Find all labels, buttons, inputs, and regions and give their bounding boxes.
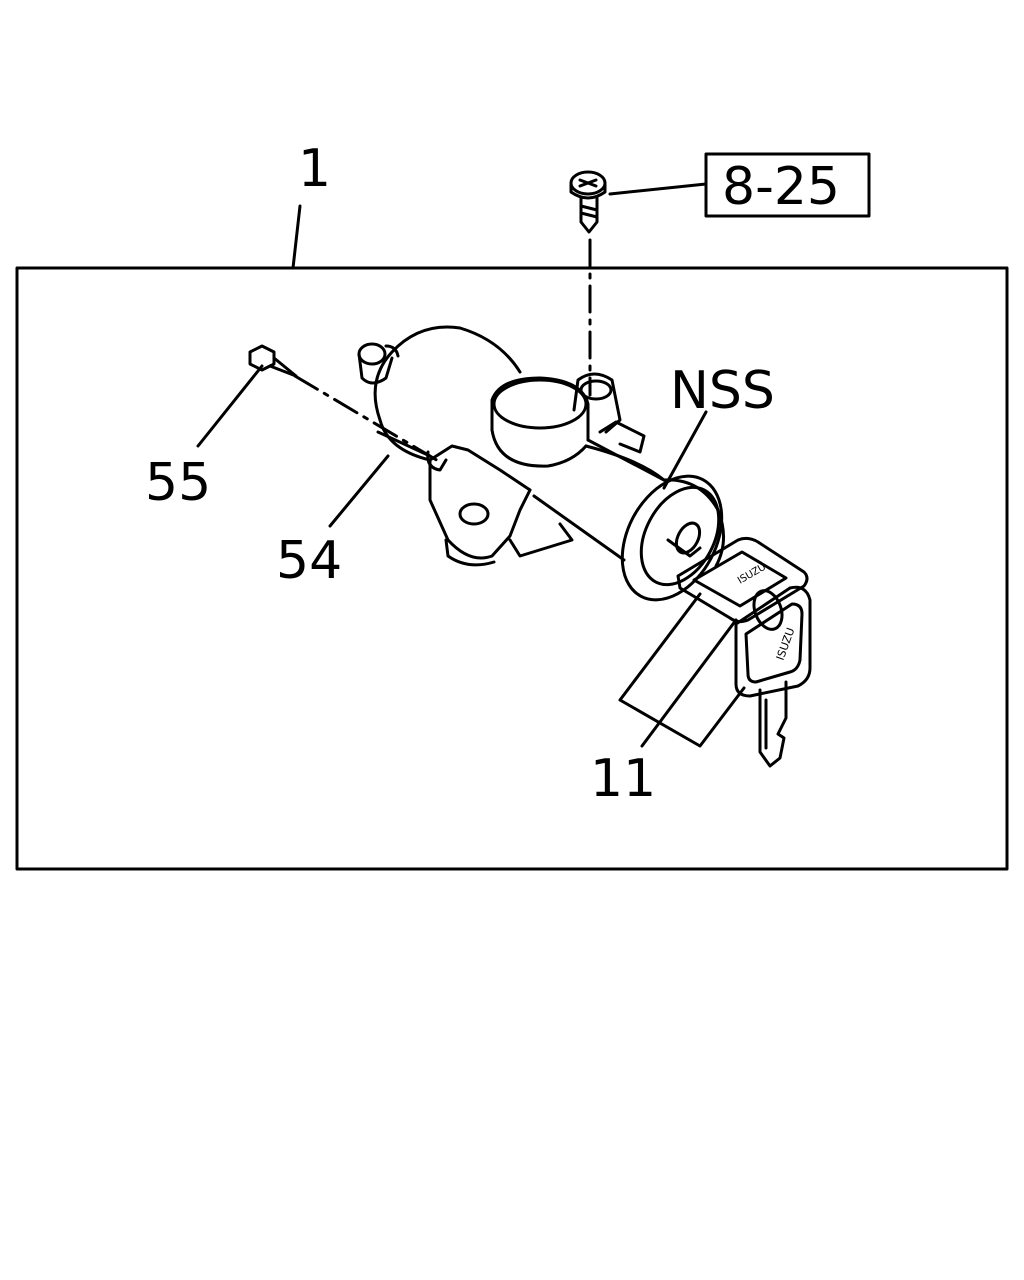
assembly-label: 1: [298, 139, 331, 199]
key-tag-back: ISUZU: [774, 626, 798, 662]
assembly-leader: [291, 204, 302, 270]
screw-55-leader: [196, 364, 264, 448]
key-set-icon: ISUZU ISUZU: [666, 536, 812, 768]
nss-leader: [662, 410, 708, 490]
key-tag-front: ISUZU: [736, 562, 768, 587]
assembly-frame: [15, 266, 1009, 871]
screw-55-label: 55: [145, 453, 211, 513]
screw-55-axis: [293, 374, 442, 464]
body-54-label: 54: [276, 531, 342, 591]
ref-box-label: 8-25: [722, 157, 840, 217]
body-54-leader: [328, 454, 390, 528]
ref-box-leader: [608, 182, 708, 196]
small-screw-icon: [248, 344, 298, 378]
nss-label: NSS: [670, 361, 775, 421]
keys-11-label: 11: [590, 749, 656, 809]
lock-housing: [357, 325, 725, 602]
top-screw-icon: [569, 170, 607, 234]
keys-leader: [640, 618, 738, 748]
